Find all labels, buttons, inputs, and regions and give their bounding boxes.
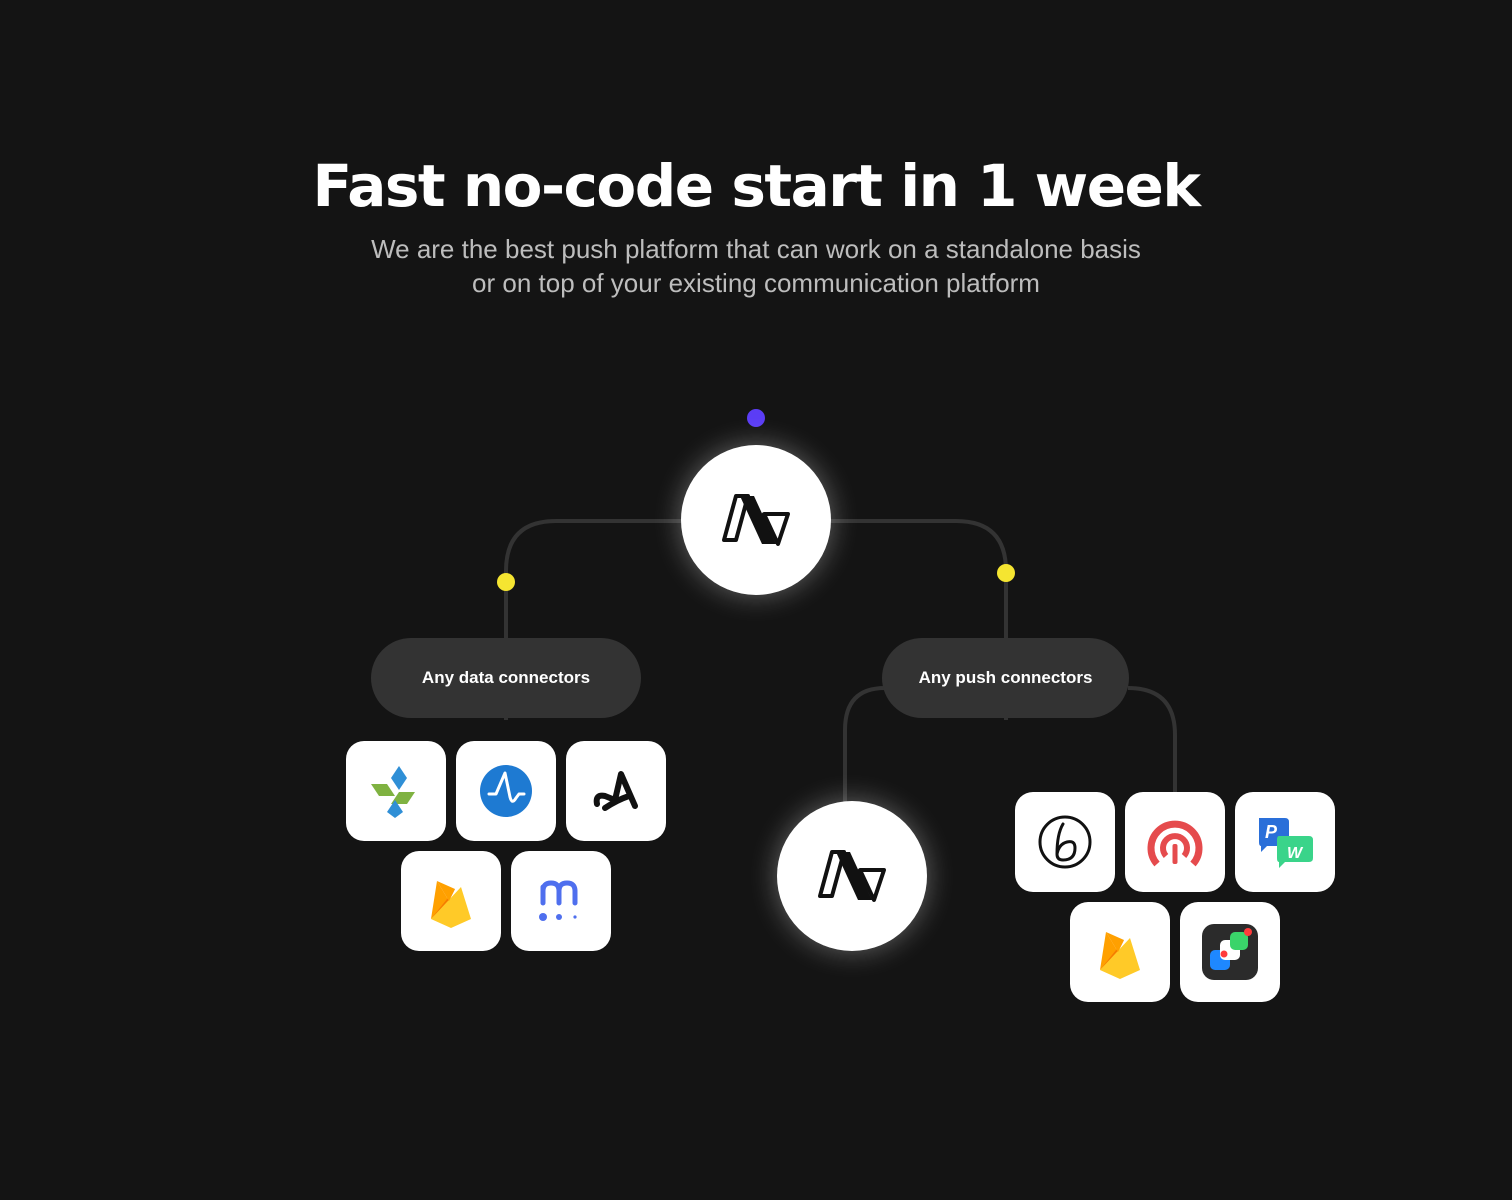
kite-logo-icon xyxy=(371,766,415,818)
brand-logo-icon xyxy=(818,850,886,902)
data-connector-tile xyxy=(511,851,611,951)
onesignal-logo-icon xyxy=(1147,820,1203,867)
braze-logo-icon xyxy=(1038,815,1092,869)
right-dot xyxy=(997,564,1015,582)
amplitude-logo-icon xyxy=(480,765,532,817)
push-connector-tile xyxy=(1125,792,1225,892)
data-connector-tile xyxy=(346,741,446,841)
push-connector-tile: P W xyxy=(1235,792,1335,892)
data-connector-tile xyxy=(566,741,666,841)
push-connector-tile xyxy=(1015,792,1115,892)
page-subtitle: We are the best push platform that can w… xyxy=(371,234,1141,298)
firebase-logo-icon xyxy=(1100,932,1140,979)
firebase-logo-icon xyxy=(431,881,471,928)
push-connector-tile xyxy=(1070,902,1170,1002)
hub-node xyxy=(681,445,831,595)
push-self-node xyxy=(777,801,927,951)
svg-text:W: W xyxy=(1287,845,1304,862)
data-connector-tile xyxy=(456,741,556,841)
right-sub-left-line xyxy=(843,686,886,805)
page-title: Fast no-code start in 1 week xyxy=(312,152,1201,220)
brand-logo-icon xyxy=(722,494,790,546)
left-dot xyxy=(497,573,515,591)
data-connectors-pill: Any data connectors xyxy=(371,638,641,718)
appsflyer-logo-icon xyxy=(593,771,638,811)
app-blocks-logo-icon xyxy=(1202,924,1258,980)
mixpanel-logo-icon xyxy=(539,880,578,921)
pushwoosh-logo-icon: P W xyxy=(1259,818,1313,868)
svg-text:P: P xyxy=(1265,822,1278,842)
data-connector-tile xyxy=(401,851,501,951)
right-sub-right-line xyxy=(1127,686,1177,795)
push-connectors-pill: Any push connectors xyxy=(882,638,1129,718)
push-connectors-label: Any push connectors xyxy=(918,668,1093,687)
left-branch-line xyxy=(504,519,682,720)
push-connector-tile xyxy=(1180,902,1280,1002)
data-connectors-label: Any data connectors xyxy=(421,668,591,687)
top-dot xyxy=(747,409,765,427)
